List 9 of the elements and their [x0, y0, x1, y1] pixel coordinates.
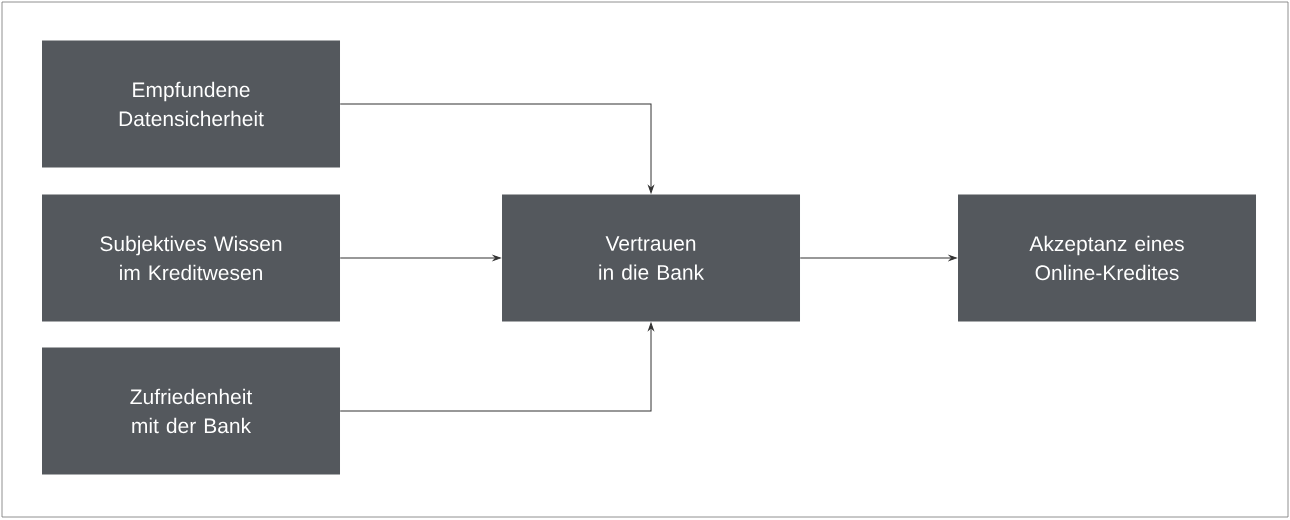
- arrow: [339, 255, 501, 261]
- process-box: Subjektives Wissen im Kreditwesen: [42, 194, 340, 322]
- process-box: Vertrauen in die Bank: [502, 194, 800, 322]
- process-box: Zufriedenheit mit der Bank: [42, 347, 340, 475]
- process-box: Akzeptanz eines Online-Kredites: [958, 194, 1256, 322]
- arrow: [339, 322, 654, 412]
- process-box: Empfundene Datensicherheit: [42, 40, 340, 168]
- arrow: [339, 103, 654, 194]
- arrow: [799, 255, 957, 261]
